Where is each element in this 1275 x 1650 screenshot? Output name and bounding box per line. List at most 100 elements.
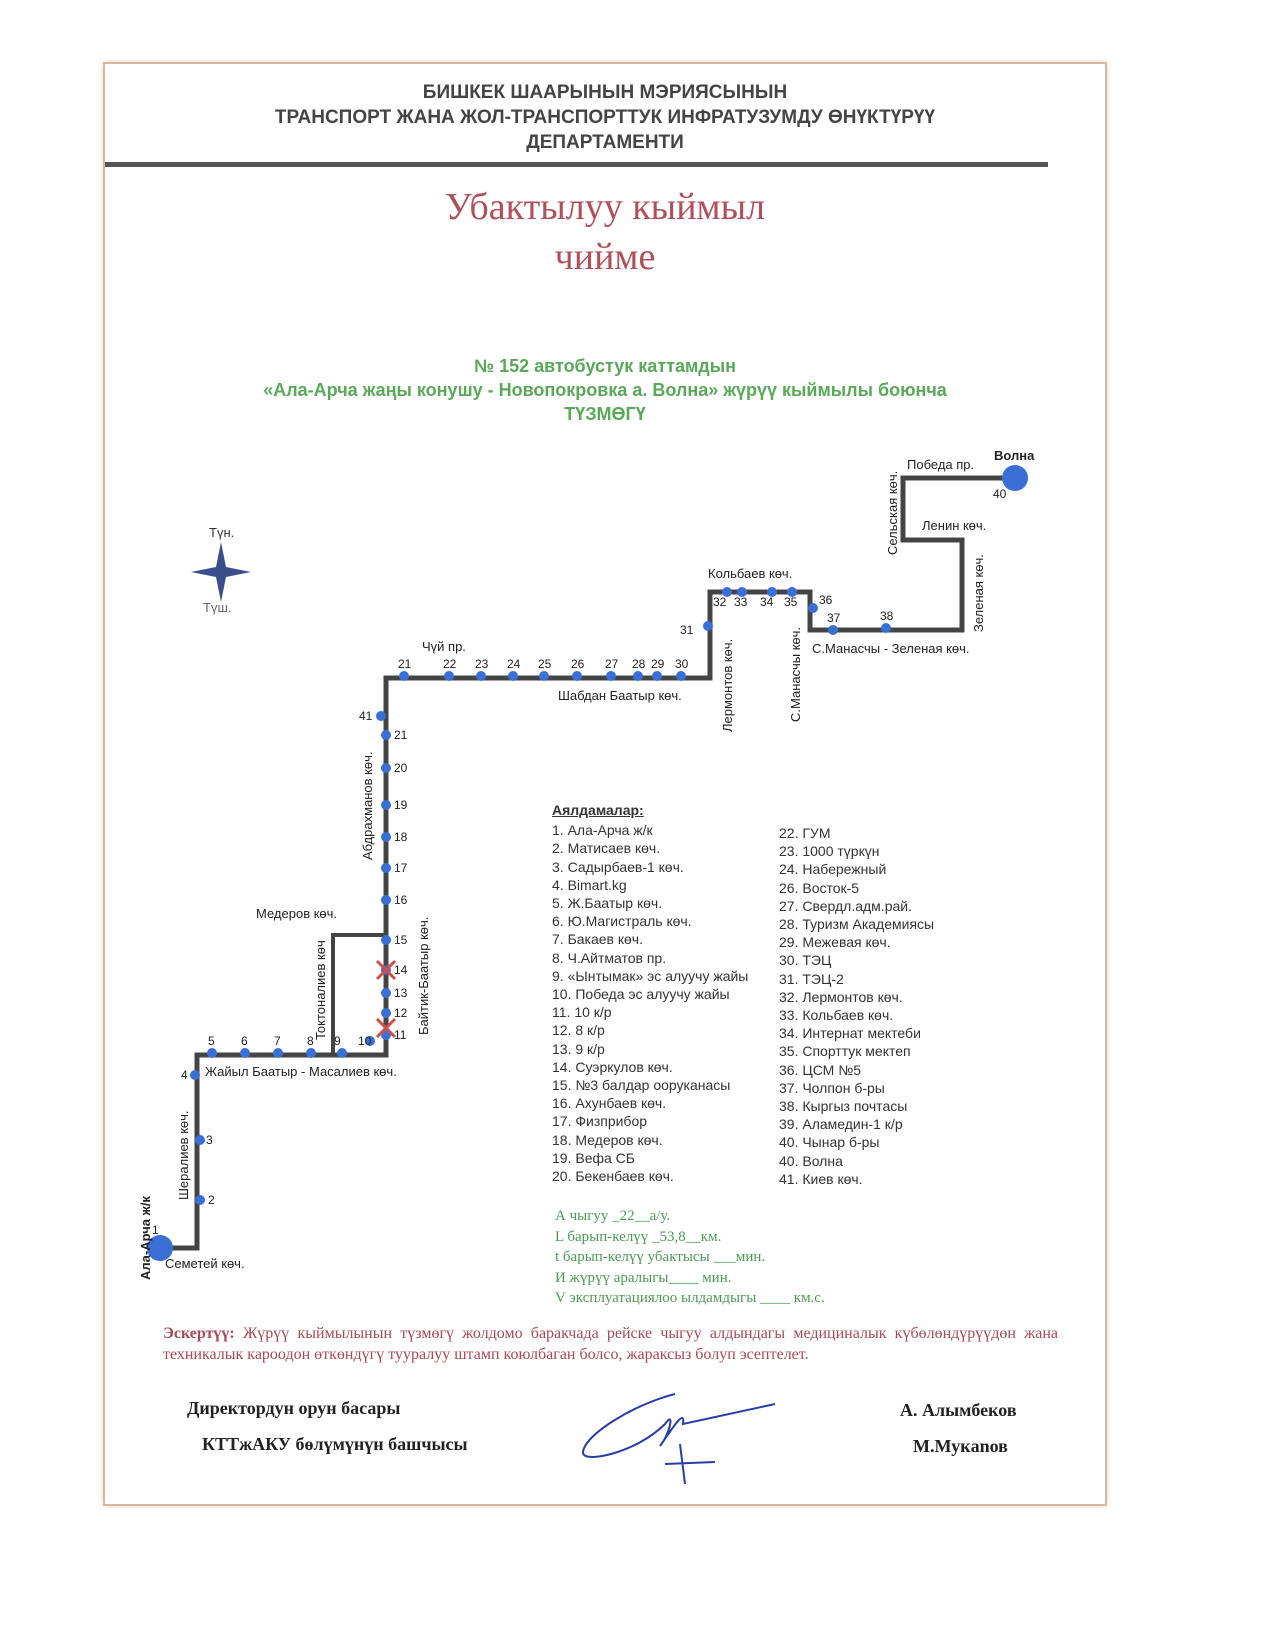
stop-list-item: 14. Суэркулов көч. bbox=[552, 1058, 673, 1075]
stop-marker bbox=[539, 671, 549, 681]
stop-list-item: 10. Победа эс алуучу жайы bbox=[552, 986, 730, 1003]
stop-number: 25 bbox=[538, 657, 552, 671]
warning-note: Эскертүү: Жүрүү кыймылынын түзмөгү жолдо… bbox=[163, 1324, 1058, 1365]
stop-number: 27 bbox=[605, 657, 619, 671]
stops-heading: Аялдамалар: bbox=[552, 802, 644, 818]
stop-list-item: 12. 8 к/р bbox=[552, 1022, 605, 1039]
stop-number: 18 bbox=[394, 830, 408, 844]
stop-list-item: 9. «Ынтымак» эс алуучу жайы bbox=[552, 967, 749, 984]
stop-marker bbox=[376, 711, 386, 721]
stop-marker bbox=[767, 587, 777, 597]
stop-number: 35 bbox=[784, 595, 798, 609]
stop-marker bbox=[147, 1235, 173, 1261]
stop-list-item: 15. №3 балдар ооруканасы bbox=[552, 1077, 731, 1094]
stop-marker bbox=[652, 671, 662, 681]
header-line: БИШКЕК ШААРЫНЫН МЭРИЯСЫНЫН bbox=[422, 82, 788, 103]
stop-marker bbox=[381, 800, 391, 810]
signer-name-2: М.Мукanов bbox=[913, 1436, 1008, 1456]
street-label: С.Манасчы - Зеленая көч. bbox=[812, 641, 969, 656]
stop-marker bbox=[703, 621, 713, 631]
subtitle-line: № 152 автобустук каттамдын bbox=[474, 356, 736, 376]
stop-number: 26 bbox=[571, 657, 585, 671]
header-line: ДЕПАРТАМЕНТИ bbox=[526, 132, 684, 153]
street-label: Зеленая көч. bbox=[971, 554, 986, 632]
stop-list-item: 4. Bimart.kg bbox=[552, 876, 627, 893]
stop-list-item: 20. Бекенбаев көч. bbox=[552, 1168, 674, 1185]
stop-number: 21 bbox=[398, 657, 412, 671]
stop-number: 3 bbox=[206, 1133, 213, 1147]
street-label: Токтоналиев көч bbox=[313, 940, 328, 1040]
street-label: Кольбаев көч. bbox=[708, 566, 792, 581]
stop-number: 32 bbox=[713, 595, 727, 609]
stop-list-item: 37. Чолпон б-ры bbox=[779, 1079, 885, 1096]
street-label: Шералиев көч. bbox=[176, 1110, 191, 1200]
stop-marker bbox=[381, 832, 391, 842]
note-text: Жүрүү кыймылынын түзмөгү жолдомо баракча… bbox=[163, 1325, 1058, 1363]
closed-stop-cross-icon bbox=[375, 1017, 397, 1039]
stop-number: 33 bbox=[734, 595, 748, 609]
stop-list-item: 40. Волна bbox=[779, 1152, 843, 1169]
stop-list-item: 24. Набережный bbox=[779, 861, 887, 878]
stat-line: L барып-келүү _53,8__км. bbox=[555, 1228, 722, 1245]
stop-marker bbox=[787, 587, 797, 597]
stop-number: 28 bbox=[632, 657, 646, 671]
stop-marker bbox=[737, 587, 747, 597]
stop-list-item: 22. ГУМ bbox=[779, 825, 831, 841]
street-label: Медеров көч. bbox=[256, 906, 337, 921]
stop-marker bbox=[828, 625, 838, 635]
street-label: Сельская көч. bbox=[885, 471, 900, 555]
stop-number: 30 bbox=[675, 657, 689, 671]
stop-list-item: 28. Туризм Академиясы bbox=[779, 916, 935, 933]
stop-list-item: 34. Интернат мектеби bbox=[779, 1025, 921, 1042]
stop-marker bbox=[365, 1036, 375, 1046]
stop-number: 11 bbox=[394, 1028, 407, 1042]
stop-number: 13 bbox=[394, 986, 408, 1000]
route-stats: А чыгуу _22__а/у.L барып-келүү _53,8__км… bbox=[555, 1206, 825, 1309]
stop-marker bbox=[633, 671, 643, 681]
street-label: Волна bbox=[994, 448, 1035, 463]
stop-number: 6 bbox=[241, 1034, 248, 1048]
stop-marker bbox=[195, 1195, 205, 1205]
street-label: Ленин көч. bbox=[922, 518, 986, 533]
stop-number: 9 bbox=[334, 1034, 341, 1048]
stop-number: 12 bbox=[394, 1006, 408, 1020]
stop-marker bbox=[381, 895, 391, 905]
signer-role-2: КТТжАКУ бөлүмүнүн башчысы bbox=[202, 1434, 468, 1454]
stop-list-item: 2. Матисаев көч. bbox=[552, 840, 661, 857]
street-label: Жайыл Баатыр - Масалиев көч. bbox=[205, 1064, 397, 1079]
document-page: БИШКЕК ШААРЫНЫН МЭРИЯСЫНЫН ТРАНСПОРТ ЖАН… bbox=[105, 64, 1105, 1504]
stop-number: 21 bbox=[394, 728, 408, 742]
document-title: Убактылуу кыймыл чийме bbox=[105, 182, 1105, 282]
stop-number: 37 bbox=[827, 611, 841, 625]
street-label: Абдрахманов көч. bbox=[360, 752, 375, 860]
stop-number: 20 bbox=[394, 761, 408, 775]
stop-marker bbox=[444, 671, 454, 681]
stop-marker bbox=[381, 863, 391, 873]
stop-marker bbox=[572, 671, 582, 681]
stop-list-item: 36. ЦСМ №5 bbox=[779, 1061, 862, 1078]
compass-icon: Түн. Түш. bbox=[191, 525, 251, 615]
stop-list-item: 41. Киев көч. bbox=[779, 1170, 863, 1187]
stop-marker bbox=[306, 1048, 316, 1058]
stop-list-item: 5. Ж.Баатыр көч. bbox=[552, 895, 663, 912]
stop-number: 31 bbox=[680, 623, 694, 637]
stop-marker bbox=[881, 623, 891, 633]
stop-marker bbox=[240, 1048, 250, 1058]
stop-marker bbox=[399, 671, 409, 681]
stop-marker bbox=[195, 1135, 205, 1145]
stop-list-item: 6. Ю.Магистраль көч. bbox=[552, 913, 692, 930]
stop-number: 5 bbox=[208, 1034, 215, 1048]
stop-marker bbox=[381, 730, 391, 740]
stop-list-item: 31. ТЭЦ-2 bbox=[779, 970, 844, 987]
street-label: Чүй пр. bbox=[422, 639, 466, 654]
header-divider bbox=[105, 162, 1048, 167]
stop-number: 24 bbox=[507, 657, 521, 671]
stop-number: 4 bbox=[181, 1068, 188, 1082]
stop-number: 7 bbox=[274, 1034, 281, 1048]
stop-number: 14 bbox=[394, 963, 408, 977]
stop-number: 19 bbox=[394, 798, 408, 812]
stop-list-item: 3. Садырбаев-1 көч. bbox=[552, 858, 684, 875]
signature-image bbox=[582, 1393, 776, 1485]
stop-number: 36 bbox=[819, 593, 833, 607]
